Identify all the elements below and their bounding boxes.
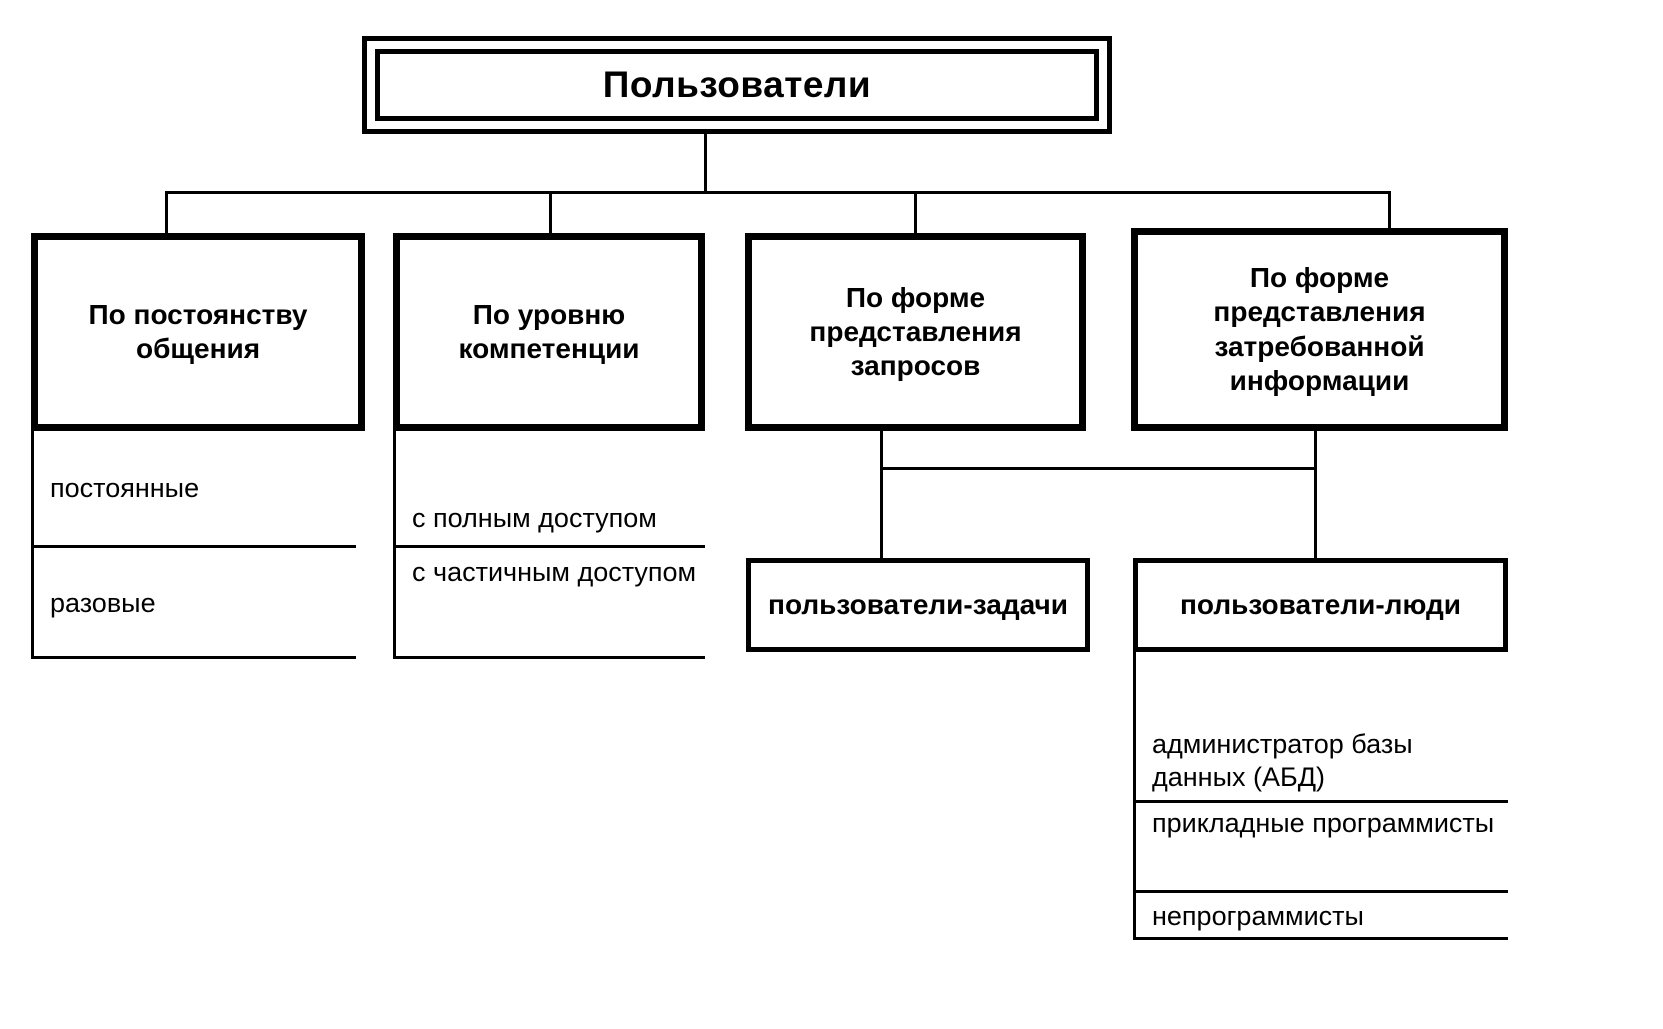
list-item: постоянные	[34, 431, 356, 545]
category-box-4-label: По форме представления затребованной инф…	[1213, 262, 1426, 396]
list-item-label: постоянные	[50, 472, 200, 503]
connector-leaf-crosslink	[880, 467, 1317, 470]
connector-root-bus	[165, 191, 1391, 194]
root-node-inner-frame: Пользователи	[375, 49, 1099, 121]
list-item: разовые	[34, 545, 356, 659]
list-item: прикладные программисты	[1136, 800, 1508, 890]
category-2-item-list: с полным доступом с частичным доступом	[393, 431, 705, 659]
category-box-1: По постоянству общения	[31, 233, 365, 431]
category-box-3: По форме представления запросов	[745, 233, 1086, 431]
connector-drop-category-1	[165, 191, 168, 236]
category-box-1-label: По постоянству общения	[88, 298, 308, 364]
leaf-box-user-tasks-label: пользователи-задачи	[768, 589, 1068, 621]
category-box-2-label: По уровню компетенции	[458, 298, 640, 364]
connector-category3-to-leaf1	[880, 428, 883, 558]
leaf-box-user-tasks: пользователи-задачи	[746, 558, 1090, 652]
leaf-box-user-people: пользователи-люди	[1133, 558, 1508, 652]
connector-root-stem	[704, 134, 707, 194]
leaf-user-people-item-list: администратор базы данных (АБД) прикладн…	[1133, 652, 1508, 940]
list-item-label: администратор базы данных (АБД)	[1152, 729, 1413, 793]
connector-drop-category-2	[549, 191, 552, 236]
category-box-3-label: По форме представления запросов	[809, 281, 1022, 382]
category-1-item-list: постоянные разовые	[31, 431, 356, 659]
list-item: с частичным доступом	[396, 545, 705, 659]
list-item-label: прикладные программисты	[1152, 808, 1495, 838]
list-item: с полным доступом	[396, 431, 705, 545]
list-item: непрограммисты	[1136, 890, 1508, 940]
category-box-4: По форме представления затребованной инф…	[1131, 228, 1508, 431]
list-item-label: с частичным доступом	[412, 557, 697, 587]
list-item-label: непрограммисты	[1152, 901, 1364, 932]
root-node-users: Пользователи	[362, 36, 1112, 134]
root-node-label: Пользователи	[602, 63, 872, 105]
list-item-label: с полным доступом	[412, 503, 657, 534]
connector-category4-to-leaf2	[1314, 428, 1317, 558]
list-item: администратор базы данных (АБД)	[1136, 652, 1508, 800]
connector-drop-category-3	[914, 191, 917, 236]
connector-drop-category-4	[1388, 191, 1391, 236]
category-box-2: По уровню компетенции	[393, 233, 705, 431]
leaf-box-user-people-label: пользователи-люди	[1180, 589, 1461, 621]
list-item-label: разовые	[50, 588, 156, 619]
